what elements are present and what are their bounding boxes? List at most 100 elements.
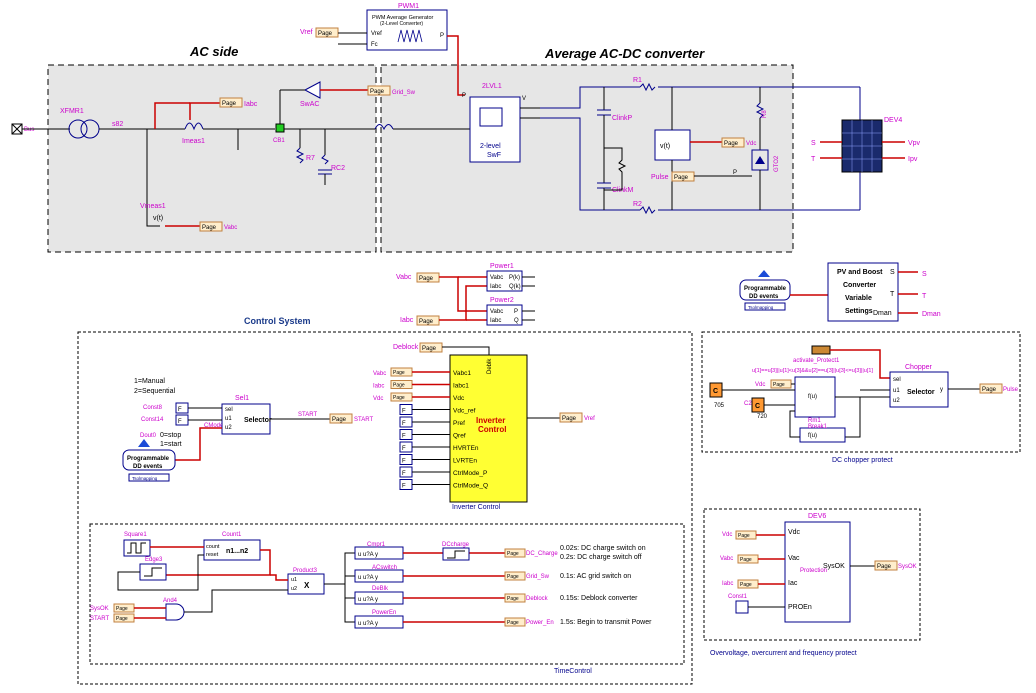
svg-text:Inverter: Inverter [476, 416, 505, 425]
svg-text:Pulse: Pulse [1003, 387, 1019, 393]
svg-text:Page: Page [740, 582, 752, 588]
vabc-page-tag[interactable] [199, 221, 223, 232]
clinkp-label: ClinkP [612, 115, 633, 122]
control-programmable-events[interactable] [122, 449, 176, 471]
pv-boost-settings-block[interactable] [827, 262, 899, 322]
inv-input-port: CtrlMode_P [453, 470, 487, 477]
power1-meter[interactable] [486, 270, 523, 292]
svg-text:F: F [178, 419, 182, 425]
activate-protect-block[interactable] [811, 345, 831, 355]
svg-text:DEV6: DEV6 [808, 513, 826, 520]
power2-name: Power2 [490, 297, 514, 304]
time-page-tag-text: Page [507, 596, 519, 602]
svg-text:y: y [940, 387, 943, 393]
time-page-tag[interactable] [504, 548, 526, 558]
transformer-symbol[interactable] [68, 119, 88, 139]
svg-text:Page: Page [116, 606, 128, 612]
vpv-label: Vpv [908, 140, 921, 147]
svg-text:START: START [354, 417, 373, 423]
svg-text:1.5s: Begin to transmit Power: 1.5s: Begin to transmit Power [560, 619, 652, 626]
power2-meter[interactable] [486, 304, 523, 326]
converter-title: Average AC-DC converter [544, 46, 705, 61]
inv-input-port: HVRTEn [453, 445, 479, 452]
svg-text:Page: Page [422, 346, 437, 352]
svg-text:u2: u2 [291, 586, 297, 592]
time-control-panel [89, 523, 685, 665]
power-vabc-label: Vabc [396, 274, 412, 281]
vdc-page-tag[interactable] [721, 137, 745, 148]
time-page-label: Power_En [526, 620, 554, 626]
r8-label: R8 [762, 110, 768, 118]
ac-side-title: AC side [189, 44, 238, 59]
chopper-function-block[interactable] [794, 376, 836, 418]
converter-panel [380, 64, 794, 253]
svg-text:DCcharge: DCcharge [442, 542, 470, 548]
rc2-label: RC2 [331, 165, 345, 172]
square-wave-block[interactable] [123, 539, 151, 557]
prot-const1-block[interactable] [735, 600, 749, 614]
svg-text:Vdc: Vdc [722, 532, 732, 538]
inv-const-text: F [402, 446, 406, 452]
cb1-breaker[interactable] [275, 123, 285, 133]
svg-text:X: X [304, 581, 310, 590]
svg-text:Page: Page [740, 557, 752, 563]
inverter-control-block[interactable] [449, 354, 528, 503]
svg-text:Const8: Const8 [143, 405, 163, 411]
time-page-tag-text: Page [507, 620, 519, 626]
pwm-name: PWM1 [398, 3, 419, 10]
svg-text:2=Sequential: 2=Sequential [134, 388, 176, 395]
time-page-label: Grid_Sw [526, 574, 550, 580]
sel1-selector-block[interactable] [221, 403, 271, 435]
inverter-control-section: Deblock Page Deblk Inverter Control Page… [373, 342, 595, 511]
svg-text:Page: Page [370, 89, 385, 95]
time-page-tag[interactable] [504, 571, 526, 581]
svg-text:Settings: Settings [845, 308, 873, 315]
inv-vref-page-tag[interactable] [559, 412, 583, 423]
vdc-meter[interactable] [654, 129, 691, 161]
inv-const-text: F [402, 484, 406, 490]
and-gate-block[interactable] [165, 603, 185, 621]
converter-name: 2LVL1 [482, 83, 502, 90]
svg-text:Converter: Converter [843, 282, 876, 289]
inv-input-port: Qref [453, 433, 466, 440]
xfmr-label: XFMR1 [60, 108, 84, 115]
svg-text:F: F [178, 407, 182, 413]
dev4-s-label: S [811, 140, 816, 147]
time-page-tag[interactable] [504, 617, 526, 627]
edge-detector-block[interactable] [139, 563, 167, 581]
pwm-generator-block[interactable]: PWM1 PWM Average Generator (2-Level Conv… [366, 3, 448, 51]
dev6-protection-block[interactable] [784, 521, 851, 623]
start-page-tag[interactable] [329, 413, 353, 424]
gridsw-page-tag[interactable] [367, 85, 391, 96]
svg-text:Vabc: Vabc [490, 309, 503, 315]
vmeas-label: Vmeas1 [140, 203, 166, 210]
inv-input-port: Iabc1 [453, 383, 469, 390]
svg-text:sel: sel [893, 377, 901, 383]
svg-text:Deblk: Deblk [487, 358, 493, 374]
svg-text:ACswitch: ACswitch [372, 565, 397, 571]
pv-events-arrow-icon [758, 270, 770, 277]
dc-chopper-title: DC chopper protect [832, 457, 893, 464]
inv-const-text: F [402, 409, 406, 415]
break1-block[interactable] [799, 427, 846, 443]
power-meters: Vabc Page Iabc Page Power1 Vabc Iabc P(k… [396, 263, 535, 326]
svg-text:START: START [298, 412, 317, 418]
svg-text:Rm1: Rm1 [808, 418, 821, 424]
svg-text:Vref: Vref [584, 416, 595, 422]
r7-resistor [295, 147, 305, 164]
chopper-pulse-page[interactable] [979, 383, 1003, 394]
svg-text:Break1: Break1 [808, 424, 828, 430]
pv-programmable-events[interactable] [739, 279, 791, 301]
dc-chopper-section: DC chopper protect u[1]==u[3]||u[1]<u[3]… [701, 331, 1021, 464]
sysok-page-tag[interactable] [874, 560, 898, 571]
time-compare-text: u u?A y [358, 575, 378, 581]
svg-text:START: START [90, 616, 109, 622]
inv-page-label: Vdc [373, 396, 383, 402]
iabc-page-tag[interactable] [219, 97, 243, 108]
ipv-label: Ipv [908, 156, 918, 163]
time-page-tag-text: Page [507, 574, 519, 580]
dcharge-edge-block[interactable] [442, 547, 470, 561]
time-page-tag[interactable] [504, 593, 526, 603]
svg-text:Iac: Iac [788, 580, 798, 587]
